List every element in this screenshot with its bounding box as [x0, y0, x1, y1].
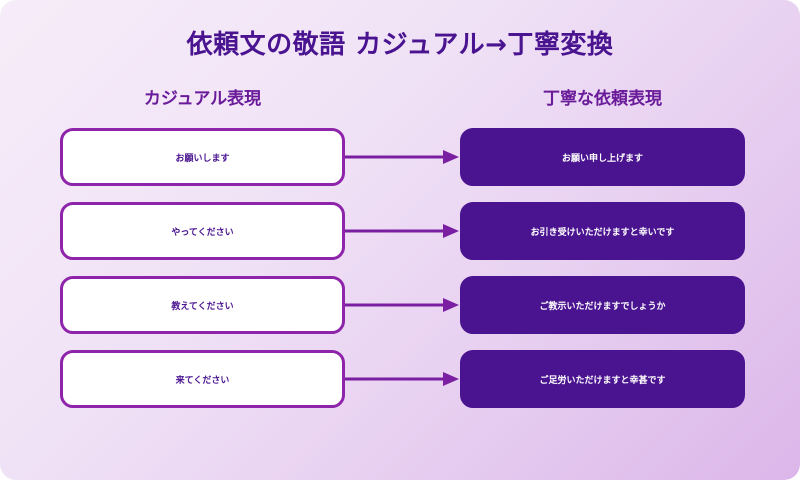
casual-phrase-box[interactable]: 教えてください: [60, 276, 345, 334]
arrow-right-icon: [345, 372, 459, 386]
casual-phrase-box[interactable]: お願いします: [60, 128, 345, 186]
column-header-polite: 丁寧な依頼表現: [543, 89, 662, 109]
conversion-rows: お願いします お願い申し上げます やってください お引き受けいただけますと幸いで…: [0, 128, 800, 408]
arrow-right-icon: [345, 150, 459, 164]
polite-phrase-box[interactable]: ご教示いただけますでしょうか: [460, 276, 745, 334]
arrow-right-icon: [345, 224, 459, 238]
arrow-right-icon: [345, 298, 459, 312]
polite-phrase-box[interactable]: お願い申し上げます: [460, 128, 745, 186]
casual-phrase-box[interactable]: 来てください: [60, 350, 345, 408]
column-header-casual: カジュアル表現: [143, 89, 262, 109]
conversion-row: お願いします お願い申し上げます: [0, 128, 800, 186]
polite-phrase-box[interactable]: お引き受けいただけますと幸いです: [460, 202, 745, 260]
conversion-row: 来てください ご足労いただけますと幸甚です: [0, 350, 800, 408]
conversion-row: 教えてください ご教示いただけますでしょうか: [0, 276, 800, 334]
casual-phrase-box[interactable]: やってください: [60, 202, 345, 260]
polite-phrase-box[interactable]: ご足労いただけますと幸甚です: [460, 350, 745, 408]
conversion-row: やってください お引き受けいただけますと幸いです: [0, 202, 800, 260]
page-title: 依頼文の敬語 カジュアル→丁寧変換: [186, 30, 614, 60]
